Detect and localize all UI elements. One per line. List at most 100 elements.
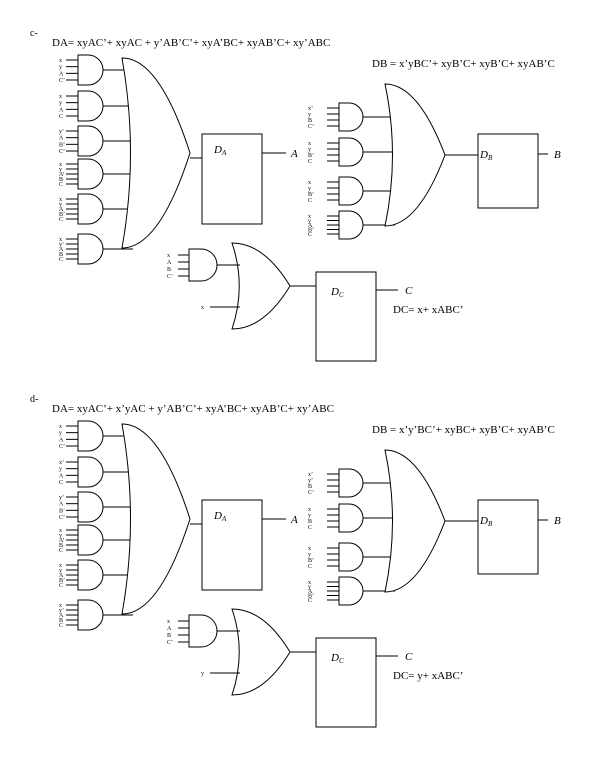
section-d: d- DA= xyAC’+ x’yAC + y’AB’C’+ xyA’BC+ xy… — [30, 394, 561, 728]
and-gate-c — [188, 614, 218, 648]
and-gate-a-6 — [77, 599, 104, 631]
input-label: A’ — [59, 172, 65, 178]
output-a-label: A — [290, 148, 298, 160]
input-label: A — [167, 626, 172, 632]
input-label: A — [59, 613, 64, 619]
input-label: x — [308, 546, 311, 552]
flip-flop-a-sub: A — [221, 515, 227, 523]
input-label: y — [59, 467, 62, 473]
input-label: x — [308, 580, 311, 586]
input-label: y — [59, 533, 62, 539]
input-label: C’ — [167, 274, 173, 280]
and-gate-a-1 — [77, 54, 104, 86]
and-gate-a-2 — [77, 90, 104, 122]
input-label: A — [59, 71, 64, 77]
input-label: B — [167, 633, 171, 639]
input-label: x — [308, 180, 311, 186]
output-b-label: B — [554, 515, 561, 527]
input-label: B’ — [308, 153, 314, 159]
input-label-single: y — [201, 671, 204, 677]
input-label: B’ — [308, 594, 314, 600]
flip-flop-c — [315, 637, 377, 728]
input-label: C — [308, 232, 312, 238]
input-label: B — [167, 267, 171, 273]
input-label: A — [59, 437, 64, 443]
input-label: C — [59, 583, 63, 589]
input-label: x’ — [308, 472, 313, 478]
input-label: C — [308, 159, 312, 165]
input-label: C — [308, 598, 312, 604]
input-label: B — [59, 252, 63, 258]
flip-flop-b-sub: B — [488, 154, 493, 162]
input-label: y — [308, 513, 311, 519]
input-label: B — [308, 519, 312, 525]
flip-flop-c-sub: C — [339, 291, 344, 299]
input-label: y — [308, 552, 311, 558]
input-label: y — [59, 568, 62, 574]
input-label: C — [308, 198, 312, 204]
flip-flop-b-sub: B — [488, 520, 493, 528]
or-gate-a — [121, 57, 191, 249]
or-gate-c — [231, 242, 291, 330]
and-gate-b-2 — [338, 137, 364, 167]
output-c-label: C — [405, 285, 413, 297]
input-label: C’ — [308, 490, 314, 496]
input-label: x — [59, 563, 62, 569]
input-label: x — [167, 253, 170, 259]
input-label: x — [308, 507, 311, 513]
input-label: x — [59, 237, 62, 243]
input-label: C — [59, 548, 63, 554]
input-label: y’ — [308, 478, 313, 484]
and-gate-a-2 — [77, 456, 104, 488]
input-label: x’ — [59, 460, 64, 466]
input-label: x — [308, 214, 311, 220]
and-gate-a-3 — [77, 491, 104, 523]
input-label: B’ — [308, 558, 314, 564]
input-label: A — [167, 260, 172, 266]
and-gate-a-1 — [77, 420, 104, 452]
input-label: y — [308, 112, 311, 118]
input-label: y — [59, 167, 62, 173]
input-label: x — [59, 528, 62, 534]
flip-flop-c — [315, 271, 377, 362]
and-gate-a-5 — [77, 559, 104, 591]
or-gate-b — [384, 449, 446, 593]
and-gate-a-3 — [77, 125, 104, 157]
and-gate-b-1 — [338, 102, 364, 132]
flip-flop-b — [477, 133, 539, 209]
input-label: C’ — [59, 78, 65, 84]
input-label: C — [59, 114, 63, 120]
input-label: B — [308, 118, 312, 124]
section-c: c-DA= xyAC’+ xyAC + y’AB’C’+ xyA’BC+ xyA… — [30, 28, 561, 362]
and-gate-a-4 — [77, 158, 104, 190]
input-label: x — [59, 197, 62, 203]
and-gate-b-2 — [338, 503, 364, 533]
and-gate-b-4 — [338, 576, 364, 606]
input-label: y — [59, 202, 62, 208]
input-label: x — [59, 94, 62, 100]
input-label: y’ — [59, 495, 64, 501]
input-label: x — [167, 619, 170, 625]
input-label: A — [308, 223, 313, 229]
and-gate-a-5 — [77, 193, 104, 225]
input-label: B — [59, 177, 63, 183]
flip-flop-a — [201, 499, 263, 591]
section-label: d- — [30, 394, 38, 405]
input-label: y — [308, 585, 311, 591]
input-label: y — [308, 219, 311, 225]
or-gate-c — [231, 608, 291, 696]
input-label: C’ — [167, 640, 173, 646]
input-label: C — [59, 623, 63, 629]
and-gate-c — [188, 248, 218, 282]
input-label: x — [59, 58, 62, 64]
input-label: x — [308, 141, 311, 147]
equation-da: DA= xyAC’+ x’yAC + y’AB’C’+ xyA’BC+ xyAB… — [52, 403, 334, 415]
input-label: C — [59, 217, 63, 223]
input-label: B — [59, 618, 63, 624]
flip-flop-c-sub: C — [339, 657, 344, 665]
input-label: y — [308, 147, 311, 153]
input-label-single: x — [201, 305, 204, 311]
input-label: x’ — [308, 106, 313, 112]
input-label: A — [59, 207, 64, 213]
